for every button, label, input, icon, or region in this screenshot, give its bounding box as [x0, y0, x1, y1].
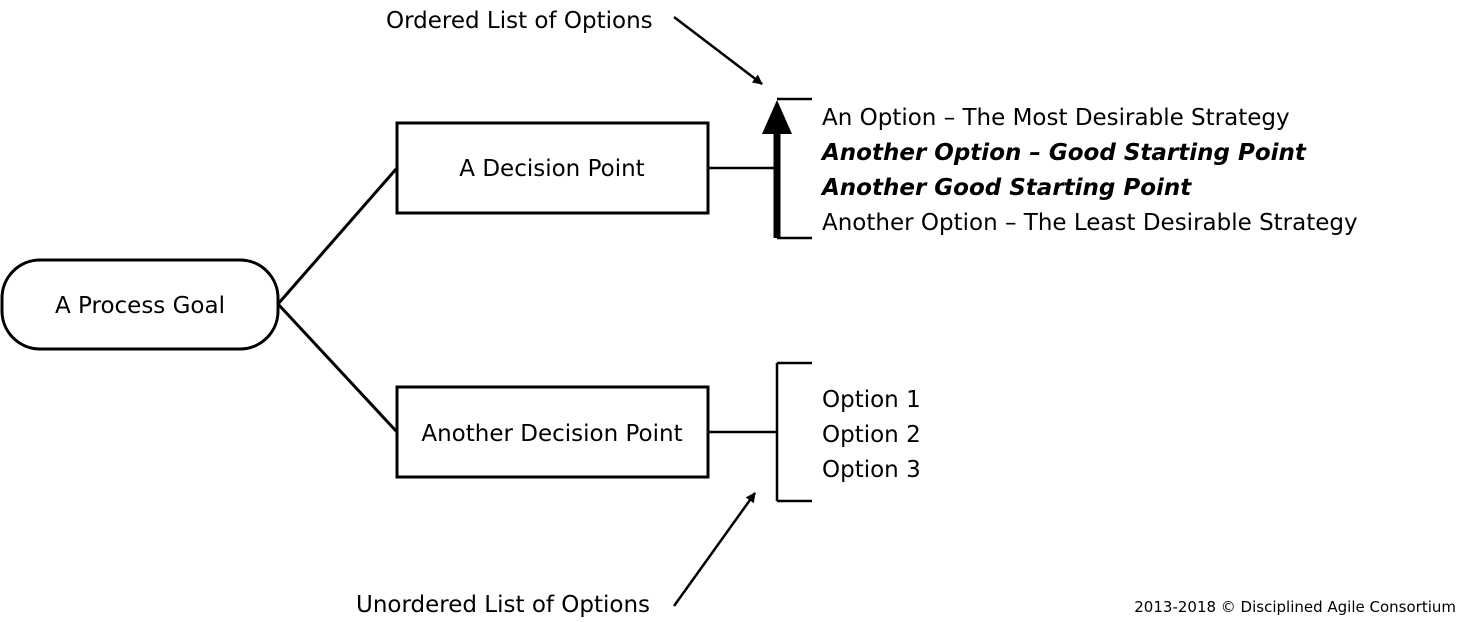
decision-point-label: A Decision Point — [459, 156, 644, 182]
copyright-notice: 2013-2018 © Disciplined Agile Consortium — [1134, 598, 1456, 616]
ordered-option-3: Another Good Starting Point — [822, 175, 1192, 201]
ordered-list-priority-arrowhead — [762, 100, 792, 134]
unordered-option-2: Option 2 — [822, 422, 921, 448]
process-goal-label: A Process Goal — [55, 293, 225, 319]
goal-to-another-decision-point-connector — [276, 302, 399, 434]
ordered-option-2: Another Option – Good Starting Point — [822, 140, 1306, 166]
unordered-option-3: Option 3 — [822, 457, 921, 483]
unordered-list-annotation: Unordered List of Options — [356, 592, 651, 618]
another-decision-point-label: Another Decision Point — [421, 421, 682, 447]
ordered-option-1: An Option – The Most Desirable Strategy — [822, 105, 1290, 131]
unordered-list-annotation-arrow — [672, 492, 757, 607]
goal-to-decision-point-connector — [276, 167, 399, 305]
another-decision-point-box — [395, 385, 710, 479]
ordered-list-annotation: Ordered List of Options — [386, 8, 653, 34]
unordered-option-1: Option 1 — [822, 387, 921, 413]
ordered-option-4: Another Option – The Least Desirable Str… — [822, 210, 1358, 236]
decision-point-box — [395, 121, 710, 215]
ordered-list-annotation-arrow — [673, 16, 763, 85]
